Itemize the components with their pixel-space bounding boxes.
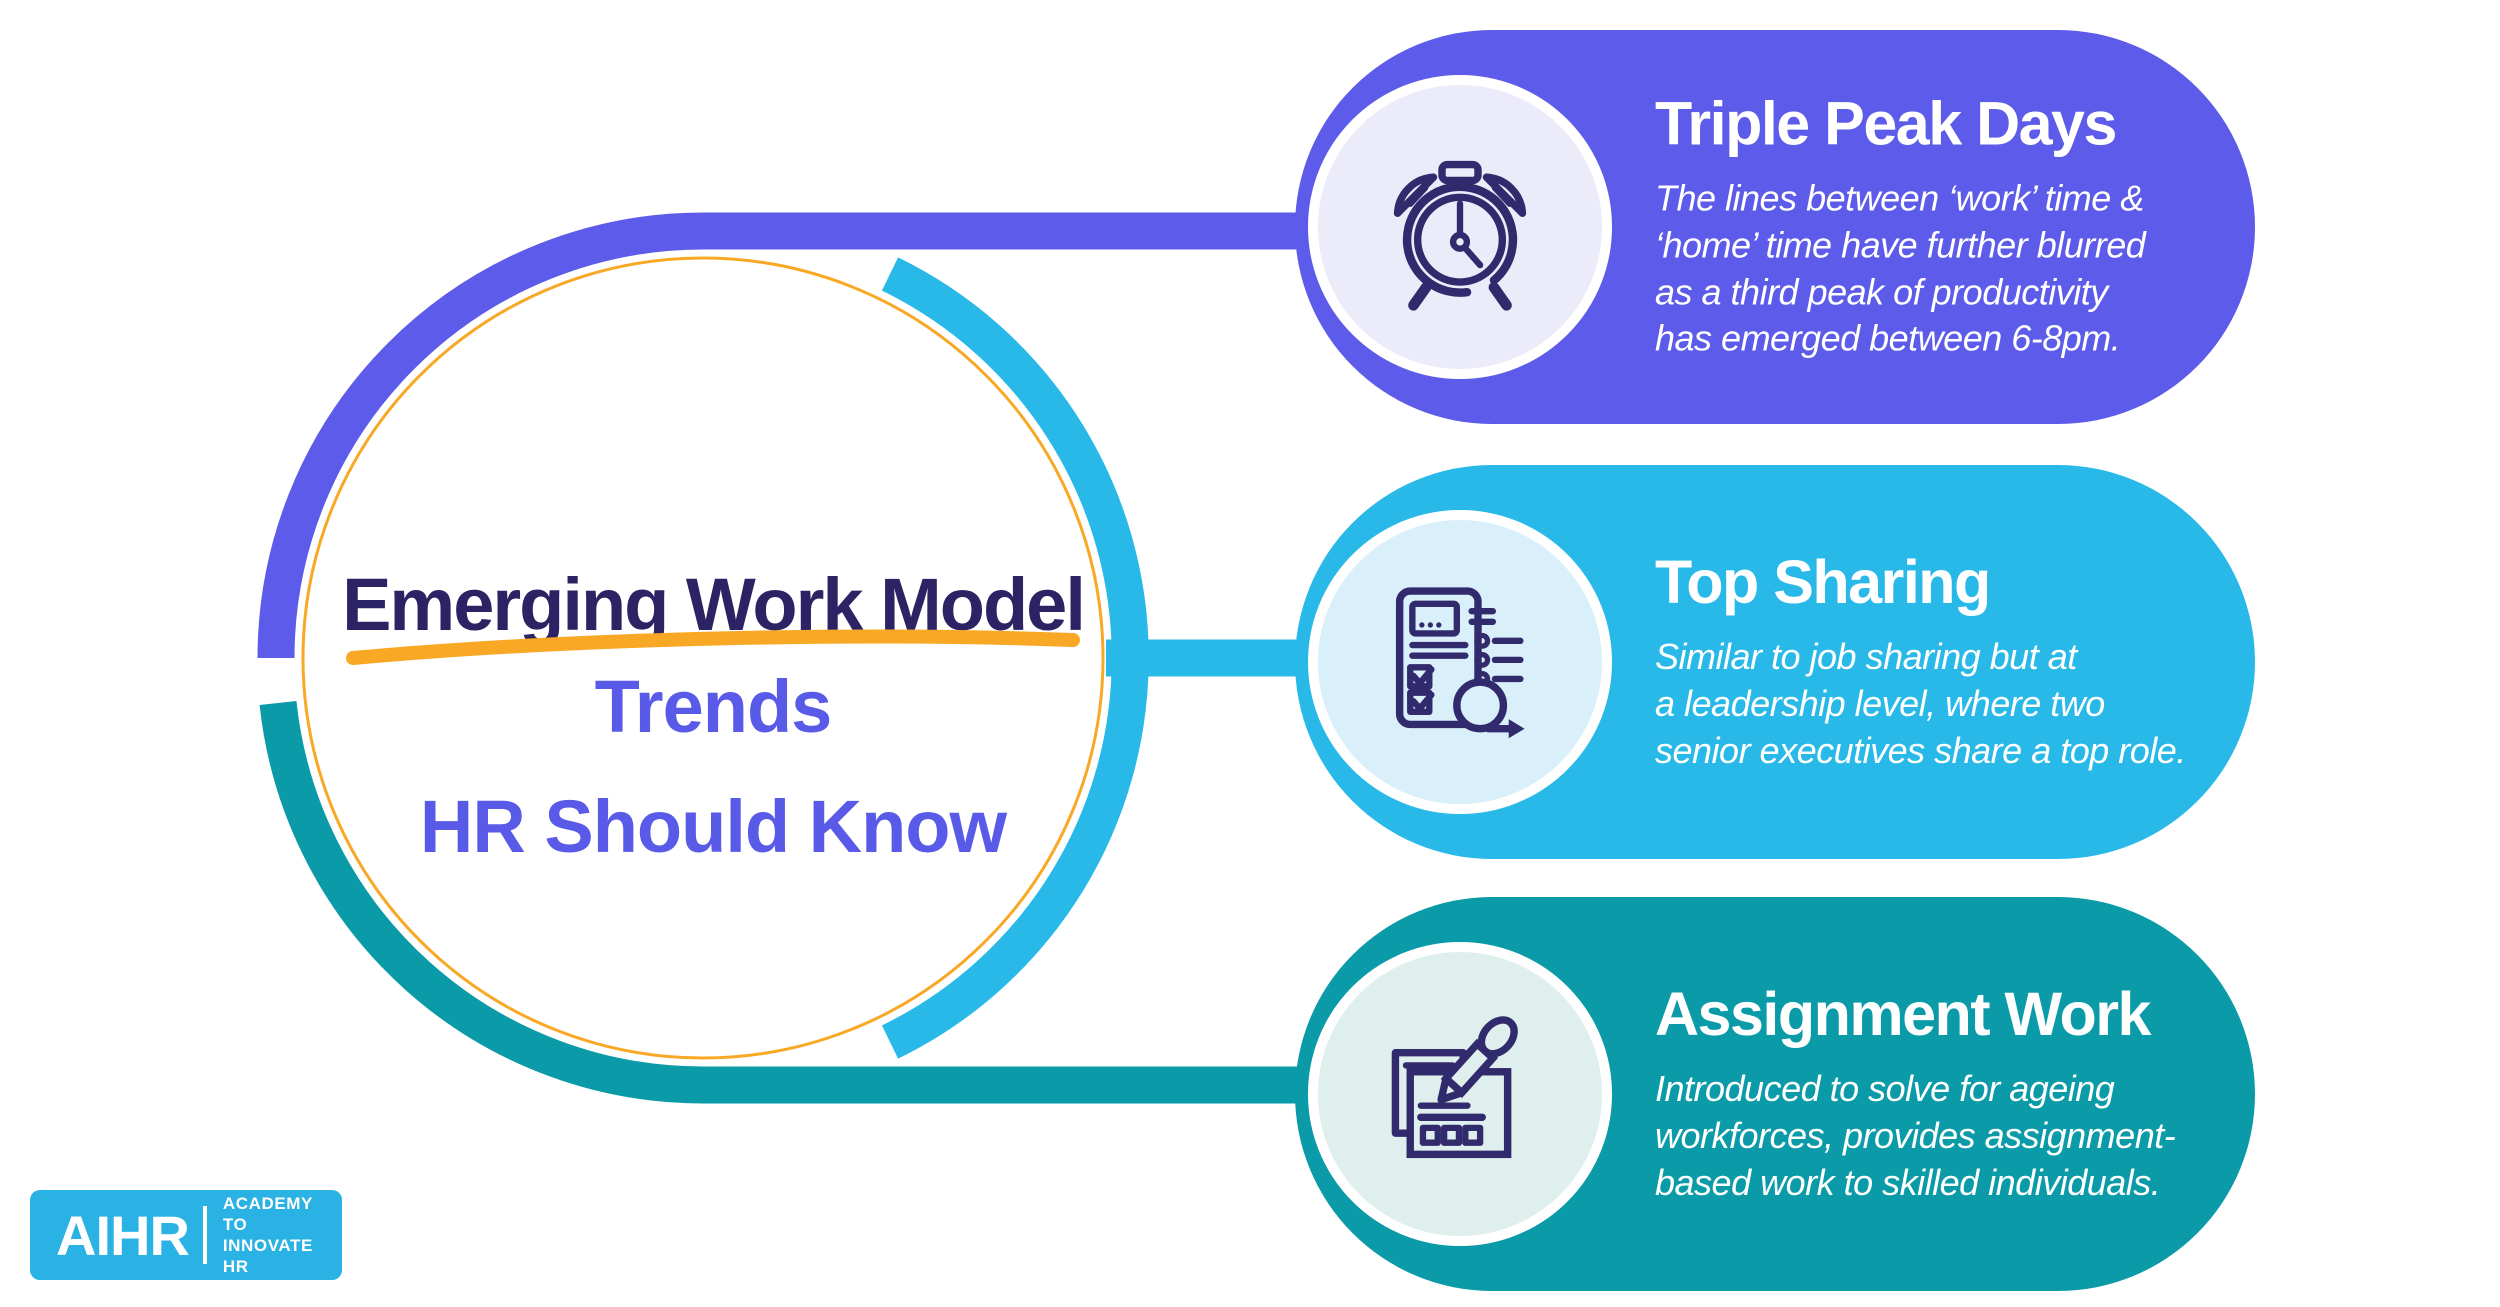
aihr-logo-tagline-line2: INNOVATE HR xyxy=(222,1236,313,1277)
aihr-logo-brand: AIHR xyxy=(56,1203,190,1267)
icon-disc-assignment-work xyxy=(1308,942,1612,1246)
card-triple-peak-days: Triple Peak Days The lines between ‘work… xyxy=(1295,30,2255,424)
card-title-top-sharing: Top Sharing xyxy=(1655,547,1991,616)
main-title-line-3: HR Should Know xyxy=(419,785,1007,868)
main-title-line-2: Trends xyxy=(594,665,833,748)
aihr-logo-tagline: ACADEMY TO INNOVATE HR xyxy=(223,1193,342,1278)
card-assignment-work: Assignment Work Introduced to solve for … xyxy=(1295,897,2255,1291)
alarm-clock-icon xyxy=(1393,160,1527,311)
main-title-line-1: Emerging Work Model xyxy=(342,563,1086,646)
card-body-top-sharing: Similar to job sharing but at a leadersh… xyxy=(1655,635,2186,771)
aihr-logo-divider xyxy=(202,1206,207,1264)
card-top-sharing: Top Sharing Similar to job sharing but a… xyxy=(1295,465,2255,859)
card-content-top-sharing: Top Sharing Similar to job sharing but a… xyxy=(1655,550,2220,774)
aihr-logo: AIHR ACADEMY TO INNOVATE HR xyxy=(30,1190,342,1280)
central-title-block: Emerging Work Model Trends HR Should Kno… xyxy=(303,568,1123,864)
card-title-triple-peak-days: Triple Peak Days xyxy=(1655,89,2117,158)
aihr-logo-tagline-line1: ACADEMY TO xyxy=(222,1193,313,1234)
card-body-triple-peak-days: The lines between ‘work’ time & ‘home’ t… xyxy=(1655,177,2146,359)
icon-disc-top-sharing xyxy=(1308,510,1612,814)
purple-arc-connector xyxy=(257,212,1302,659)
documents-pen-icon xyxy=(1391,1016,1518,1159)
orange-underline-swoosh xyxy=(346,629,1080,665)
card-title-assignment-work: Assignment Work xyxy=(1655,979,2151,1048)
icon-disc-triple-peak-days xyxy=(1308,75,1612,379)
checklist-icon xyxy=(1395,587,1525,739)
orange-ring xyxy=(301,256,1105,1060)
card-content-assignment-work: Assignment Work Introduced to solve for … xyxy=(1655,982,2220,1206)
teal-arc-connector xyxy=(259,701,1302,1104)
card-content-triple-peak-days: Triple Peak Days The lines between ‘work… xyxy=(1655,91,2220,362)
card-body-assignment-work: Introduced to solve for ageing workforce… xyxy=(1655,1067,2176,1203)
